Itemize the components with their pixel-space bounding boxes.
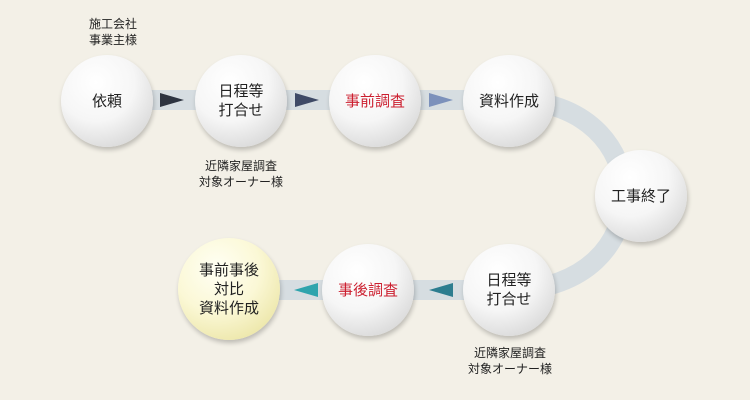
step-pre-survey: 事前調査 — [329, 55, 421, 147]
step-label: 工事終了 — [610, 186, 671, 205]
step-label: 資料作成 — [478, 91, 539, 110]
step-label: 事後調査 — [337, 280, 398, 299]
step-label: 日程等 打合せ — [218, 82, 264, 119]
step-schedule-meeting: 日程等 打合せ — [195, 55, 287, 147]
note-owner-2: 近隣家屋調査 対象オーナー様 — [467, 346, 552, 376]
step-post-survey: 事後調査 — [322, 244, 414, 336]
note-client: 施工会社 事業主様 — [88, 17, 137, 47]
step-comparison-document: 事前事後 対比 資料作成 — [178, 238, 280, 340]
arrow-right-icon — [160, 93, 184, 107]
step-label: 依頼 — [91, 91, 122, 110]
step-label: 事前調査 — [344, 91, 405, 110]
step-request: 依頼 — [61, 55, 153, 147]
step-label: 日程等 打合せ — [486, 271, 532, 308]
step-construction-complete: 工事終了 — [595, 150, 687, 242]
step-document-creation: 資料作成 — [463, 55, 555, 147]
step-schedule-meeting-2: 日程等 打合せ — [463, 244, 555, 336]
arrow-left-icon — [429, 283, 453, 297]
note-owner: 近隣家屋調査 対象オーナー様 — [198, 159, 283, 189]
arrow-right-icon — [295, 93, 319, 107]
step-label: 事前事後 対比 資料作成 — [198, 260, 259, 317]
arrow-right-icon — [429, 93, 453, 107]
arrow-left-icon — [294, 283, 318, 297]
